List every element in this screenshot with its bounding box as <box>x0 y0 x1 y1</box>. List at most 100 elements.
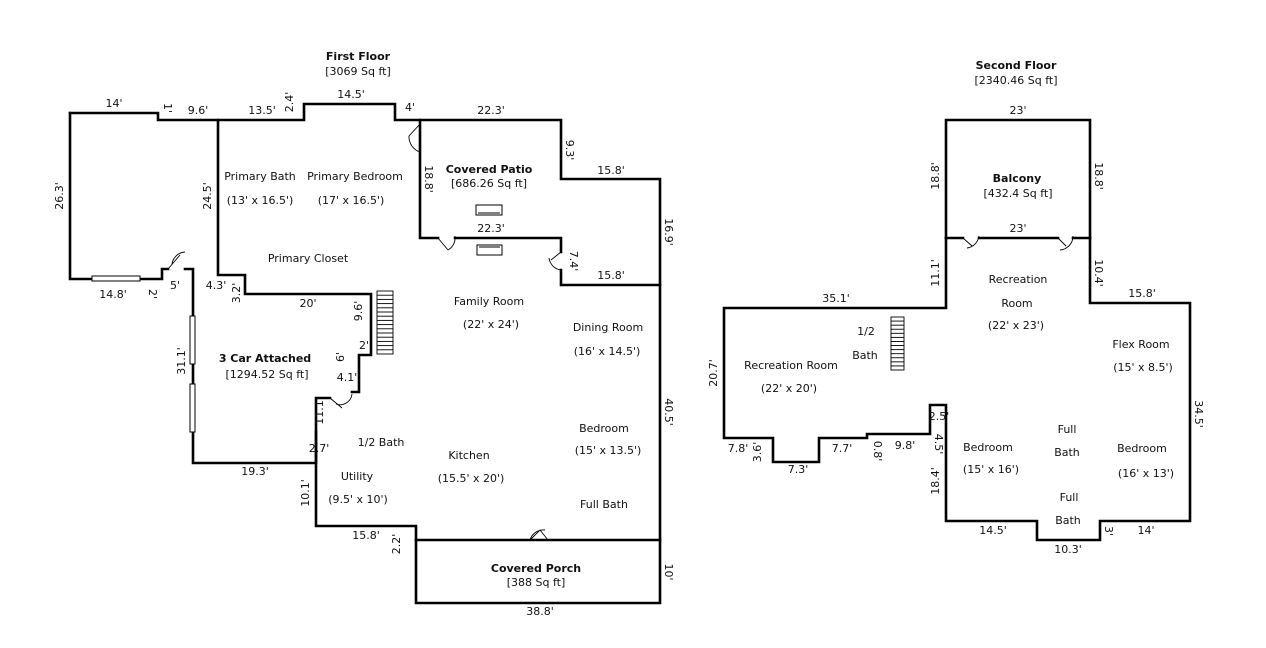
balcony-wall <box>944 118 1092 240</box>
dimension-label: 9.6' <box>188 104 209 117</box>
dimension-label: 18.8' <box>422 165 435 193</box>
dimension-label: 4.1' <box>337 371 358 384</box>
dimension-label: 14' <box>1137 524 1154 537</box>
room-recreation-room-size: (22' x 23') <box>988 319 1044 332</box>
room-dining-room-size: (16' x 14.5') <box>574 345 641 358</box>
dimension-label: 38.8' <box>526 605 554 618</box>
first-floor: First Floor [3069 Sq ft] Covered Pat <box>53 50 675 618</box>
dimension-label: 4.3' <box>206 279 227 292</box>
room-recreation-room-2-size: (22' x 20') <box>761 382 817 395</box>
room-primary-bedroom: Primary Bedroom <box>307 170 403 183</box>
door-icon[interactable] <box>962 235 980 249</box>
dimension-label: 19.3' <box>241 465 269 478</box>
covered-patio-label: Covered Patio <box>446 163 533 176</box>
room-recreation-room: Recreation <box>989 273 1048 286</box>
dimension-label: 3' <box>1102 526 1115 536</box>
room-primary-bedroom-size: (17' x 16.5') <box>318 194 385 207</box>
dimension-label: 5' <box>170 279 180 292</box>
dimension-label: 31.1' <box>175 347 188 375</box>
first-floor-title: First Floor <box>326 50 391 63</box>
dimension-label: 6' <box>334 352 347 362</box>
dimension-label: 2' <box>146 289 159 299</box>
dimension-label: 15.8' <box>597 164 625 177</box>
room-kitchen: Kitchen <box>448 449 489 462</box>
dimension-label: 14.5' <box>979 524 1007 537</box>
dimension-label: 3.6' <box>751 442 764 463</box>
dimension-label: 4' <box>405 101 415 114</box>
dimension-label: 2.5' <box>929 410 950 423</box>
room-half-bath: 1/2 Bath <box>358 436 405 449</box>
patio-bench-icon <box>476 244 503 256</box>
dimension-label: 23' <box>1009 104 1026 117</box>
balcony-area: [432.4 Sq ft] <box>983 187 1052 200</box>
stairs-outline <box>376 290 394 355</box>
door-icon[interactable] <box>408 123 421 153</box>
dimension-label: 20' <box>299 297 316 310</box>
first-floor-area: [3069 Sq ft] <box>325 65 391 78</box>
room-bedroom-size: (16' x 13') <box>1118 467 1174 480</box>
second-floor-outer-wall <box>722 236 1192 542</box>
dimension-label: 18.8' <box>1092 162 1105 190</box>
room-primary-closet: Primary Closet <box>268 252 349 265</box>
dimension-label: 0.8' <box>871 441 884 462</box>
dimension-label: 11.1' <box>313 397 326 425</box>
room-flex-room: Flex Room <box>1112 338 1169 351</box>
dimension-label: 15.8' <box>597 269 625 282</box>
door-icon[interactable] <box>548 251 562 271</box>
stairs-icon <box>890 316 905 371</box>
dimension-label: 26.3' <box>53 182 66 210</box>
dimension-label: 22.3' <box>477 104 505 117</box>
dimension-label: 2.2' <box>390 534 403 555</box>
room-full-bath: Full Bath <box>580 498 628 511</box>
stairs-outline <box>890 316 905 371</box>
room-utility: Utility <box>341 470 374 483</box>
garage-outer-wall <box>68 102 662 542</box>
door-icon[interactable] <box>437 235 456 251</box>
dimension-label: 4.5' <box>932 434 945 455</box>
garage-left-wall <box>183 267 318 465</box>
room-family-room-size: (22' x 24') <box>463 318 519 331</box>
garage-label: 3 Car Attached <box>219 352 311 365</box>
room-bedroom-size: (15' x 13.5') <box>575 444 642 457</box>
dimension-label: 7.7' <box>832 442 853 455</box>
door-icon[interactable] <box>1057 235 1074 251</box>
door-icon[interactable] <box>329 393 353 409</box>
porch-wall <box>414 538 662 605</box>
left-wing-wall <box>68 111 170 281</box>
dimension-label: 35.1' <box>822 292 850 305</box>
window <box>91 275 141 282</box>
patio-bench-icon <box>475 204 503 216</box>
dimension-label: 9.3' <box>563 140 576 161</box>
dimension-label: 7.3' <box>788 463 809 476</box>
utility-wall <box>314 396 662 542</box>
dimension-label: 16.9' <box>662 218 675 246</box>
dimension-label: 13.5' <box>248 104 276 117</box>
window <box>189 315 196 365</box>
dimension-label: 2.4' <box>283 92 296 113</box>
room-primary-bath-size: (13' x 16.5') <box>227 194 294 207</box>
room-full-bath: Full <box>1058 423 1077 436</box>
dimension-label: 15.8' <box>1128 287 1156 300</box>
room-family-room: Family Room <box>454 295 524 308</box>
room-recreation-room-2: Recreation Room <box>744 359 838 372</box>
dimension-label: 2.7' <box>309 442 330 455</box>
room-primary-bath: Primary Bath <box>224 170 296 183</box>
room-half-bath: Bath <box>852 349 878 362</box>
dimension-label: 34.5' <box>1192 400 1205 428</box>
dimension-label: 18.8' <box>929 162 942 190</box>
room-utility-size: (9.5' x 10') <box>328 493 388 506</box>
door-icon[interactable] <box>167 251 186 270</box>
second-floor-area: [2340.46 Sq ft] <box>974 74 1057 87</box>
dimension-label: 9.6' <box>352 301 365 322</box>
balcony-label: Balcony <box>993 172 1042 185</box>
primary-bath-wall <box>216 118 373 394</box>
room-full-bath: Bath <box>1054 446 1080 459</box>
patio-right-lower-wall <box>559 268 662 287</box>
dimension-label: 11.1' <box>929 259 942 287</box>
dimension-label: 3.2' <box>230 283 243 304</box>
dimension-label: 10' <box>662 563 675 580</box>
dimension-label: 10.4' <box>1092 259 1105 287</box>
covered-porch-label: Covered Porch <box>491 562 581 575</box>
door-icon[interactable] <box>529 529 549 541</box>
